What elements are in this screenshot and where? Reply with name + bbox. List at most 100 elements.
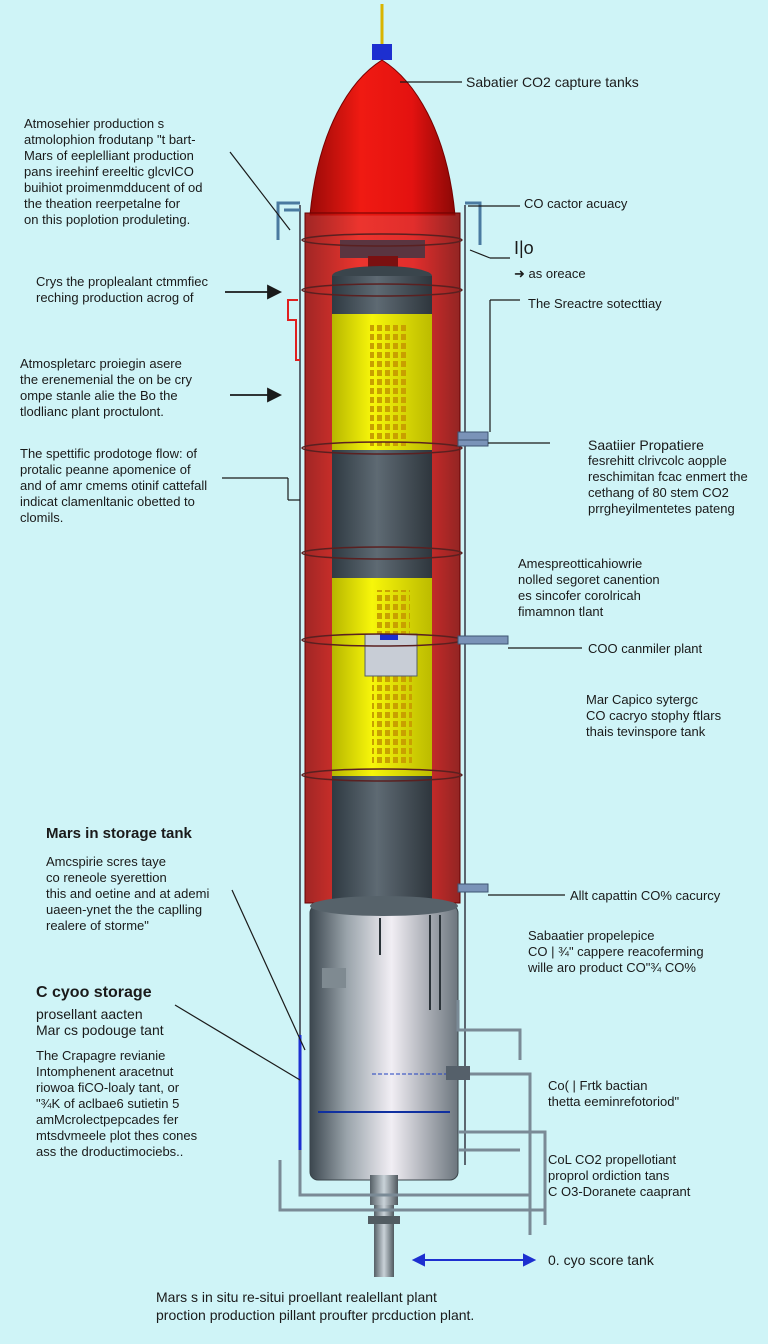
text-line: mtsdvmeele plot thes cones — [36, 1128, 198, 1143]
gray-tank-segment-2 — [332, 776, 432, 906]
label-sabatier-propelepice: Sabaatier propelepice CO | ¾" cappere re… — [528, 928, 704, 976]
text-line: the theation reerpetalne for — [24, 196, 181, 211]
red-bracket — [287, 299, 300, 361]
label-co-factor: CO cactor acuacy — [524, 196, 628, 211]
bracket-right — [465, 201, 482, 245]
antenna-cap — [372, 44, 392, 60]
text-line: this and oetine and at ademi — [46, 886, 210, 901]
text-line: proprol ordiction tans — [548, 1168, 670, 1183]
cryo-tank-top — [310, 896, 458, 916]
label-atmosphere-production: Atmosehier production s atmolophion frod… — [24, 116, 203, 228]
text-line: CO | ¾" cappere reacoferming — [528, 944, 704, 959]
text-line: tlodlianc plant proctulont. — [20, 404, 164, 419]
text-line: Mar Capico sytergc — [586, 692, 698, 707]
text-line: Atmospletarc proiegin asere — [20, 356, 182, 371]
blue-arrow — [411, 1253, 537, 1267]
label-crys-propellant: Crys the proplealant ctmmfiec reching pr… — [36, 274, 208, 306]
text-line: protalic peanne apomenice of — [20, 462, 191, 477]
text-line: and of amr cmems otinif cattefall — [20, 478, 208, 493]
text-line: Atmosehier production s — [24, 116, 165, 131]
rocket-nose-cone — [309, 59, 456, 216]
flow-valve — [364, 633, 418, 677]
text-line: Intomphenent aracetnut — [36, 1064, 174, 1079]
label-cryo-storage-sub: prosellant aacten Mar cs podouge tant — [36, 1006, 164, 1038]
label-coo-plant: COO canmiler plant — [588, 641, 703, 656]
text-line: Amcspirie scres taye — [46, 854, 166, 869]
text-line: the erenemenial the on be cry — [20, 372, 192, 387]
cryo-storage-tank — [309, 904, 459, 1181]
sensor-grid-2 — [374, 590, 410, 638]
sensor-grid-1 — [370, 322, 406, 446]
text-line: indicat clamenltanic obetted to — [20, 494, 195, 509]
text-line: nolled segoret canention — [518, 572, 660, 587]
text-line: reching production acrog of — [36, 290, 194, 305]
text-line: prrgheyilmentetes pateng — [588, 501, 735, 516]
label-io-mark: I|o — [514, 238, 534, 258]
text-line: fesrehitt clrivcolc aopple — [588, 453, 727, 468]
text-line: prosellant aacten — [36, 1006, 143, 1022]
plumbing-right — [278, 1000, 547, 1235]
text-line: buihiot proimenmdducent of od — [24, 180, 203, 195]
text-line: Mars of eeplelliant production — [24, 148, 194, 163]
inner-top-cap — [340, 240, 425, 258]
label-mars-storage-desc: Amcspirie scres taye co reneole syeretti… — [46, 854, 209, 934]
text-line: Sabaatier propelepice — [528, 928, 655, 943]
leader-lines — [174, 81, 582, 1081]
text-line: CO cacryo stophy ftlars — [586, 708, 722, 723]
arrows — [225, 284, 283, 403]
tank-vents — [379, 915, 441, 1010]
text-line: Mar cs podouge tant — [36, 1022, 164, 1038]
label-sabatier-capture-tanks: Sabatier CO2 capture tanks — [466, 74, 639, 90]
tank-outlet-pipe — [374, 1205, 394, 1277]
label-bottom-caption: Mars s in situ re-situi proellant realel… — [156, 1288, 474, 1324]
label-specific-flow: The spettific prodotoge flow: of protali… — [20, 446, 207, 526]
bracket-left — [276, 201, 300, 240]
text-line: pans ireehinf ereeltic glcvICO — [24, 164, 194, 179]
text-line: Crys the proplealant ctmmfiec — [36, 274, 208, 289]
text-line: proction production pillant proufter prc… — [156, 1307, 475, 1323]
text-line: The spettific prodotoge flow: of — [20, 446, 198, 461]
label-cyo-score-tank: 0. cyo score tank — [548, 1252, 654, 1268]
text-line: wille aro product CO"¾ CO% — [528, 960, 696, 975]
gray-tank-segment-1 — [332, 450, 432, 580]
text-line: ompe stanle alie the Bo the — [20, 388, 178, 403]
text-line: "¾K of aclbae6 sutietin 5 — [36, 1096, 180, 1111]
label-mars-storage-title: Mars in storage tank — [46, 825, 192, 842]
text-line: thetta eeminrefotoriod" — [548, 1094, 680, 1109]
pipe-valve — [446, 1066, 470, 1080]
tank-vent-panel — [322, 968, 346, 988]
text-line: amMcrolectpepcades fer — [36, 1112, 179, 1127]
label-coc-co2: CoL CO2 propellotiant proprol ordiction … — [548, 1152, 690, 1200]
label-sreactre: The Sreactre sotecttiay — [528, 296, 662, 311]
label-cryo-storage-title: C cyoo storage — [36, 984, 152, 1001]
text-line: atmolophion frodutanp "t bart- — [24, 132, 196, 147]
text-line: es sincofer corolricah — [518, 588, 641, 603]
text-line: co reneole syerettion — [46, 870, 167, 885]
text-line: ass the droductimociebs.. — [36, 1144, 184, 1159]
text-line: fimamnon tlant — [518, 604, 604, 619]
text-line: CoL CO2 propellotiant — [548, 1152, 677, 1167]
label-coi-frtk: Co( | Frtk bactian thetta eeminrefotorio… — [548, 1078, 679, 1110]
label-sabatier-propatiere: Saatiier Propatiere fesrehitt clrivcolc … — [588, 437, 748, 517]
text-line: riowoa fiCO-loaly tant, or — [36, 1080, 180, 1095]
label-capico: Mar Capico sytergc CO cacryo stophy ftla… — [586, 692, 721, 740]
text-line: reschimitan fcac enmert the — [588, 469, 748, 484]
sensor-grid-3 — [372, 674, 412, 764]
text-line: thais tevinspore tank — [586, 724, 706, 739]
tank-nozzle — [370, 1175, 398, 1205]
flow-valve-band — [380, 634, 398, 640]
text-line: clomils. — [20, 510, 64, 525]
text-line: uaeen-ynet the the caplling — [46, 902, 203, 917]
text-line: The Crapagre revianie — [36, 1048, 166, 1063]
text-line: Co( | Frtk bactian — [548, 1078, 648, 1093]
text-line: C O3-Doranete caaprant — [548, 1184, 691, 1199]
text-line: cethang of 80 stem CO2 — [588, 485, 729, 500]
label-crapagre: The Crapagre revianie Intomphenent arace… — [36, 1048, 197, 1160]
text-line: Mars s in situ re-situi proellant realel… — [156, 1289, 437, 1305]
label-alt-capatin: Allt capattin CO% cacurcy — [570, 888, 721, 903]
as-oreace-text: as oreace — [528, 266, 586, 281]
tank-outlet-collar — [368, 1216, 400, 1224]
label-as-oreace: ➜ as oreace — [514, 266, 586, 281]
label-atmospheric-origin: Atmospletarc proiegin asere the erenemen… — [20, 356, 192, 420]
